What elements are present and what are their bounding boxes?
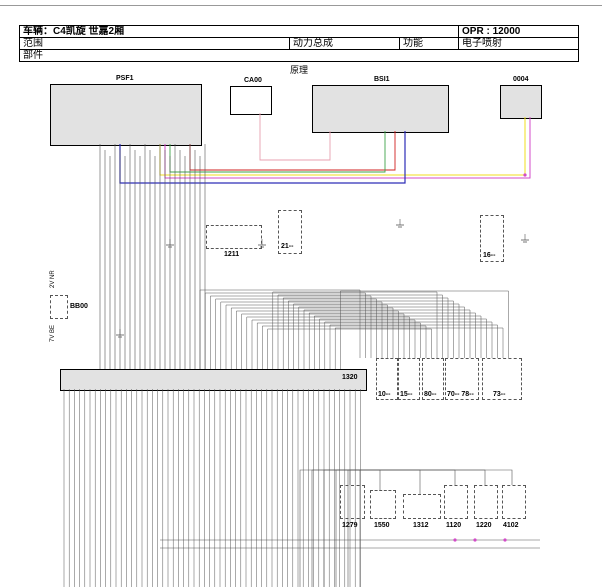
wire-fan <box>329 324 498 369</box>
splice-dot <box>473 538 477 542</box>
wire-bottom <box>335 469 421 587</box>
red-wire <box>189 131 396 171</box>
wire-fan <box>288 300 454 369</box>
yellow-bus <box>159 117 526 176</box>
bsi1-box <box>312 85 449 133</box>
header-table: 车辆：C4凯旋 世嘉2厢 OPR : 12000 范围 动力总成 功能 电子喷射… <box>19 25 579 62</box>
c1220-box <box>474 485 498 519</box>
psf1-label: PSF1 <box>116 75 134 82</box>
magenta-bus <box>164 117 531 179</box>
c15-box <box>398 358 420 400</box>
wire-fan <box>204 292 366 369</box>
c1550-box <box>370 490 396 519</box>
c0004-label: 0004 <box>513 76 529 83</box>
wire-bottom <box>323 469 456 587</box>
wire-fan <box>334 327 504 369</box>
wire-fan <box>210 295 372 369</box>
opr-cell: OPR : 12000 <box>458 25 579 38</box>
wire-fan <box>324 321 493 369</box>
c73-box <box>482 358 522 400</box>
wire-fan <box>236 310 399 369</box>
opr-value: 12000 <box>492 26 521 37</box>
c80-label: 80-- <box>424 391 437 398</box>
wire-fan <box>277 294 443 369</box>
c0004-box <box>500 85 542 119</box>
wire-fan <box>256 322 421 369</box>
wire-fan <box>230 307 394 369</box>
section-title: 原理 <box>290 65 309 75</box>
wire-fan <box>303 309 471 369</box>
wire-fan <box>293 303 460 369</box>
wire-fan <box>251 319 416 369</box>
c73-label: 73-- <box>493 391 506 398</box>
pink-wire <box>259 113 331 161</box>
c1312-label: 1312 <box>413 522 429 529</box>
wire-fan <box>225 304 388 369</box>
wire-fan <box>262 325 427 369</box>
c15-label: 15-- <box>400 391 413 398</box>
wire-fan <box>220 301 383 369</box>
wire-fan <box>267 328 432 369</box>
c1211-box <box>206 225 262 249</box>
splice-dot <box>523 173 527 177</box>
wire-bottom <box>347 469 381 587</box>
bb00-label: BB00 <box>70 303 88 310</box>
wire-fan <box>215 298 377 369</box>
page-top-rule <box>0 5 602 6</box>
c4102-box <box>502 485 526 519</box>
vehicle-value: C4凯旋 世嘉2厢 <box>53 26 125 37</box>
c1120-label: 1120 <box>446 522 462 529</box>
wire-fan <box>272 291 438 369</box>
c1211-label: 1211 <box>224 251 240 258</box>
psf1-box <box>50 84 202 146</box>
wire-fan <box>199 289 361 369</box>
c7078-label: 70-- 78-- <box>447 391 474 398</box>
wire-fan <box>246 316 410 369</box>
wire-fan <box>319 318 487 369</box>
wire-fan <box>314 315 482 369</box>
wire-fan <box>298 306 465 369</box>
c7078-box <box>445 358 479 400</box>
wire-fan <box>308 312 476 369</box>
c10-box <box>376 358 398 400</box>
green-wire <box>169 131 386 173</box>
c1320-box <box>60 369 367 391</box>
wire-bottom <box>299 469 513 587</box>
c16-label: 16-- <box>483 252 496 259</box>
c80-box <box>422 358 444 400</box>
c1120-box <box>444 485 468 519</box>
c16-box <box>480 215 504 262</box>
c21-label: 21-- <box>281 243 294 250</box>
c4102-label: 4102 <box>503 522 519 529</box>
c1279-box <box>340 485 365 519</box>
c1320-label: 1320 <box>342 374 358 381</box>
ca00-box <box>230 86 272 115</box>
bb00-box <box>50 295 68 319</box>
bsi1-label: BSI1 <box>374 76 390 83</box>
c1550-label: 1550 <box>374 522 390 529</box>
wire-fan <box>340 290 509 369</box>
c1220-label: 1220 <box>476 522 492 529</box>
c21-box <box>278 210 302 254</box>
wire-bottom <box>311 469 486 587</box>
splice-dot <box>503 538 507 542</box>
c1312-box <box>403 494 441 519</box>
part-cell: 部件 <box>19 49 579 62</box>
c10-label: 10-- <box>378 391 391 398</box>
splice-dot <box>453 538 457 542</box>
wire-fan <box>241 313 405 369</box>
ca00-label: CA00 <box>244 77 262 84</box>
